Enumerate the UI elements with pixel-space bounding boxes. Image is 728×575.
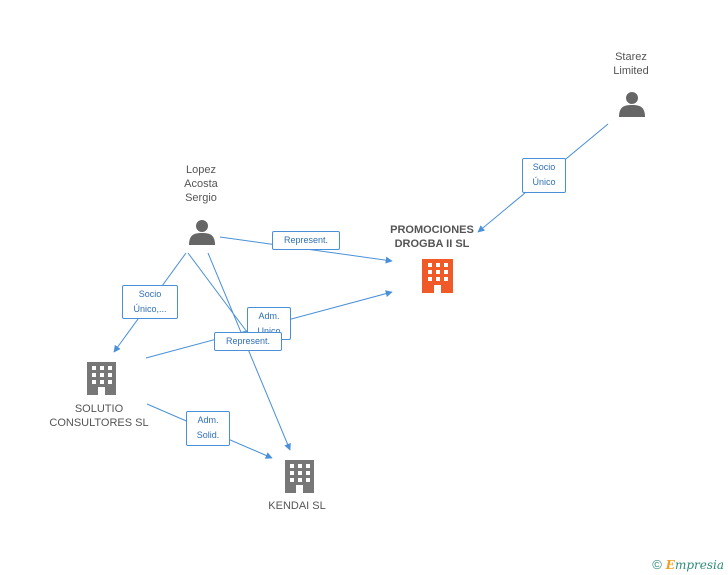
edge-lopez-kendai-adm (207, 252, 291, 451)
node-label-lopez[interactable]: Lopez Acosta Sergio (184, 164, 218, 204)
edge-label-socio-unico-etc[interactable]: Socio Único,... (122, 285, 178, 319)
brand-name: Empresia (665, 557, 724, 572)
node-label-promociones[interactable]: PROMOCIONES DROGBA II SL (390, 224, 474, 250)
brand-watermark: © Empresia (652, 557, 724, 572)
building-icon[interactable] (285, 460, 314, 493)
building-icon[interactable] (422, 259, 453, 293)
node-label-kendai[interactable]: KENDAI SL (268, 500, 326, 512)
edge-lopez-kendai-represent (187, 252, 251, 337)
building-icon[interactable] (87, 362, 116, 395)
copyright-icon: © (652, 557, 662, 572)
node-label-starez[interactable]: Starez Limited (613, 51, 649, 77)
edge-label-adm-solid[interactable]: Adm. Solid. (186, 411, 230, 446)
node-label-solutio[interactable]: SOLUTIO CONSULTORES SL (49, 403, 149, 429)
person-icon[interactable] (619, 92, 645, 117)
edge-label-represent[interactable]: Represent. (272, 231, 340, 250)
edge-label-socio-unico[interactable]: Socio Único (522, 158, 566, 193)
edge-label-represent-solutio[interactable]: Represent. (214, 332, 282, 351)
person-icon[interactable] (189, 220, 215, 245)
